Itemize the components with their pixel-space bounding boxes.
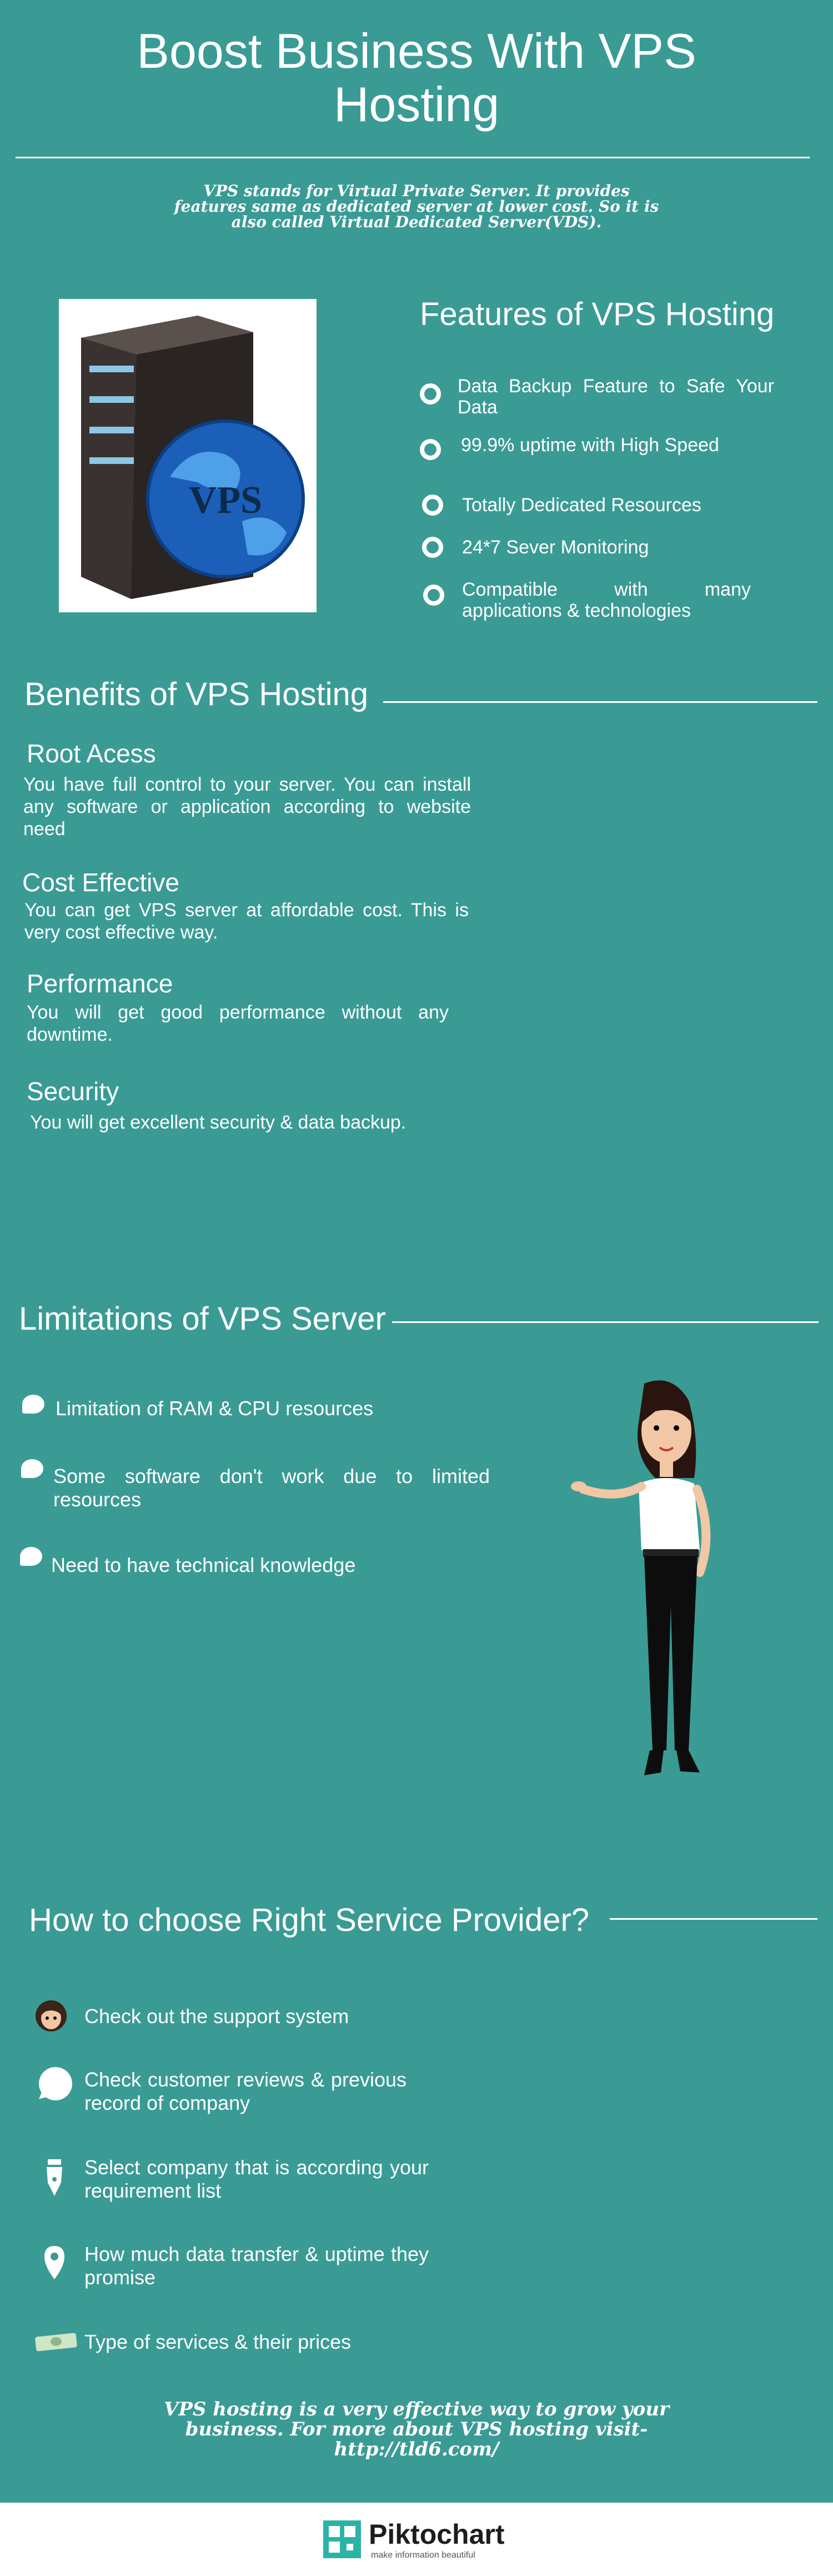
choose-item: Check out the support system	[84, 2005, 349, 2028]
benefits-heading: Benefits of VPS Hosting	[24, 676, 368, 712]
choose-divider	[610, 1918, 817, 1920]
limitation-item: Need to have technical knowledge	[51, 1554, 356, 1576]
limitation-item: Limitation of RAM & CPU resources	[56, 1397, 374, 1420]
benefit-text: You will get good performance without an…	[27, 1002, 449, 1045]
ring-bullet-icon	[423, 585, 444, 606]
features-heading: Features of VPS Hosting	[420, 296, 775, 332]
ring-bullet-icon	[420, 439, 441, 460]
feature-item: Totally Dedicated Resources	[462, 495, 701, 516]
benefits-divider	[383, 701, 817, 703]
feature-item: Compatible with many applications & tech…	[462, 579, 751, 621]
choose-item: Check customer reviews & previous record…	[84, 2068, 407, 2114]
footer-text: VPS hosting is a very effective way to g…	[163, 2398, 670, 2460]
title-line-1: Boost Business With VPS	[137, 23, 696, 78]
pen-nib-icon	[44, 2158, 64, 2197]
feature-item: 99.9% uptime with High Speed	[461, 435, 719, 456]
ring-bullet-icon	[420, 383, 441, 405]
benefit-title: Security	[27, 1077, 119, 1106]
benefit-text: You have full control to your server. Yo…	[23, 774, 471, 840]
choose-item: Select company that is according your re…	[84, 2156, 429, 2202]
ring-bullet-icon	[422, 495, 443, 516]
speech-bubble-icon	[20, 1547, 42, 1566]
support-person-icon	[34, 1999, 68, 2033]
page-title: Boost Business With VPS Hosting	[0, 24, 833, 131]
limitations-divider	[392, 1321, 819, 1323]
feature-item: 24*7 Sever Monitoring	[462, 537, 649, 558]
speech-bubble-icon	[36, 2066, 73, 2103]
bottom-bar: Piktochart make information beautiful	[0, 2503, 833, 2576]
vps-server-image: VPS	[59, 299, 317, 612]
limitation-item: Some software don't work due to limited …	[53, 1465, 490, 1511]
ring-bullet-icon	[422, 537, 443, 558]
choose-item: Type of services & their prices	[84, 2330, 352, 2353]
title-line-2: Hosting	[333, 77, 500, 132]
piktochart-logo-icon	[322, 2519, 362, 2559]
choose-heading: How to choose Right Service Provider?	[29, 1902, 590, 1938]
choose-item: How much data transfer & uptime they pro…	[84, 2243, 429, 2289]
limitations-heading: Limitations of VPS Server	[19, 1301, 386, 1337]
benefit-text: You can get VPS server at affordable cos…	[24, 900, 469, 943]
benefit-title: Cost Effective	[22, 868, 179, 897]
money-icon	[34, 2333, 78, 2352]
feature-item: Data Backup Feature to Safe Your Data	[458, 376, 774, 418]
map-pin-icon	[43, 2245, 66, 2280]
benefit-title: Performance	[27, 969, 173, 998]
vps-label: VPS	[189, 479, 262, 522]
piktochart-brand: Piktochart	[369, 2519, 505, 2550]
benefit-title: Root Acess	[27, 739, 156, 768]
benefit-text: You will get excellent security & data b…	[30, 1112, 407, 1133]
piktochart-tagline: make information beautiful	[371, 2550, 475, 2560]
woman-illustration	[561, 1372, 750, 1795]
speech-bubble-icon	[22, 1395, 44, 1414]
title-divider	[16, 157, 810, 158]
speech-bubble-icon	[21, 1459, 43, 1478]
intro-text: VPS stands for Virtual Private Server. I…	[174, 182, 659, 231]
